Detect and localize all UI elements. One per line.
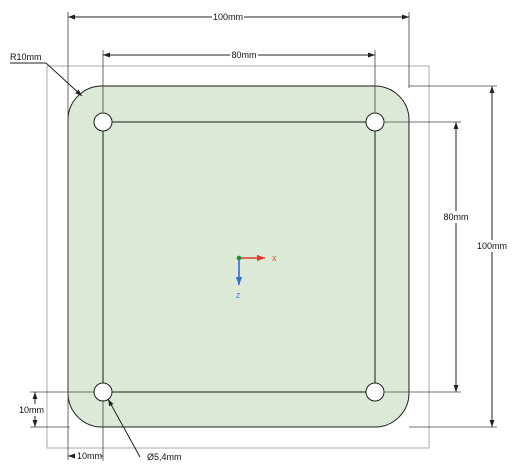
mounting-hole-top-left (93, 112, 113, 132)
leader-hole-diameter (107, 398, 141, 458)
origin-marker (236, 255, 242, 261)
z-axis-label: Z (236, 293, 241, 300)
dimension-label-edge-offset-horizontal: 10mm (77, 451, 102, 461)
label-bg (474, 240, 510, 252)
mounting-hole-bottom-left (93, 382, 113, 402)
dimension-label-hole-diameter: Ø5,4mm (147, 452, 182, 462)
dimension-label-overall-height: 100mm (477, 241, 507, 251)
leader-corner-radius (45, 62, 83, 97)
dimension-label-corner-radius: R10mm (10, 52, 42, 62)
mounting-hole-bottom-right (365, 382, 385, 402)
dimension-label-overall-width: 100mm (213, 12, 243, 22)
dimension-label-edge-offset-vertical: 10mm (19, 405, 44, 415)
label-bg (212, 11, 244, 23)
label-bg (441, 211, 471, 223)
label-bg (17, 404, 44, 416)
dimension-label-hole-spacing-vertical: 80mm (443, 212, 468, 222)
reference-frame (46, 65, 430, 449)
label-bg (75, 451, 101, 462)
mounting-hole-top-right (365, 112, 385, 132)
label-bg (230, 49, 258, 61)
dimension-label-hole-spacing-horizontal: 80mm (231, 50, 256, 60)
x-axis-label: X (272, 256, 277, 263)
